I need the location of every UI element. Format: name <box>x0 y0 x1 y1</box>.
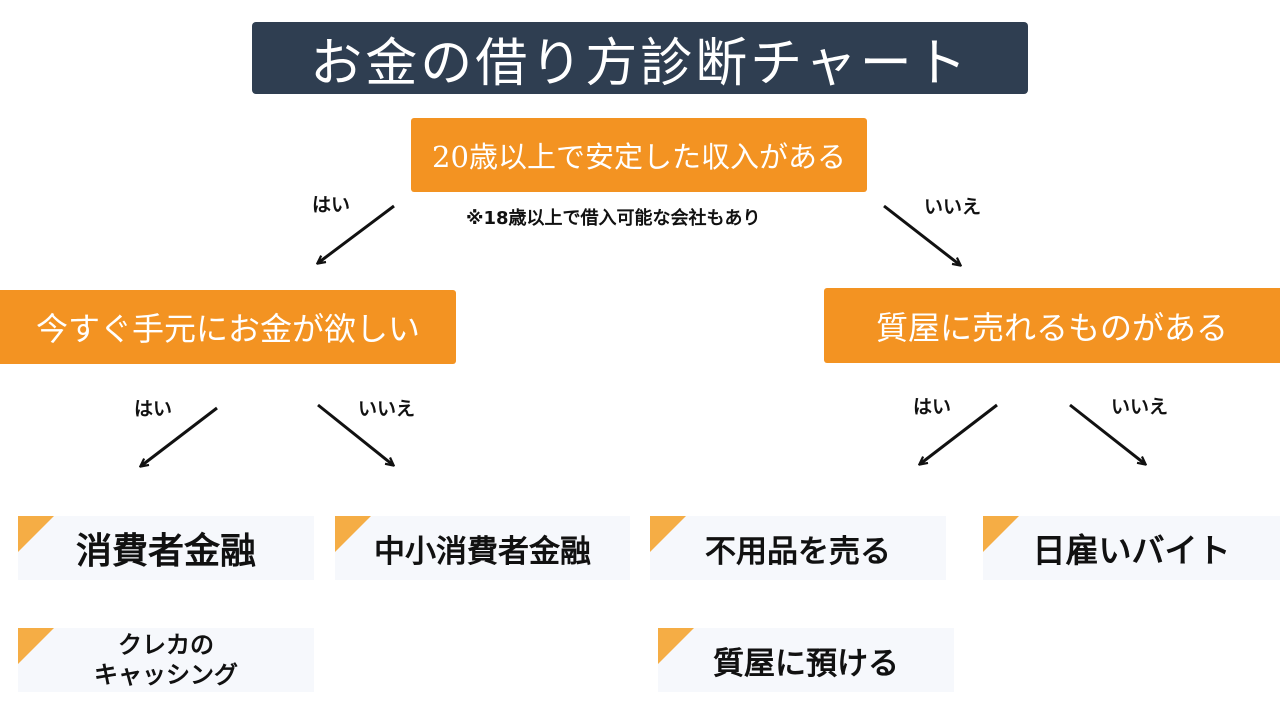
result-consumer-finance: 消費者金融 <box>18 516 314 580</box>
corner-marker <box>335 516 371 552</box>
corner-marker <box>983 516 1019 552</box>
right-yes-label: はい <box>913 396 952 418</box>
age-note: ※18歳以上で借入可能な会社もあり <box>466 208 761 229</box>
root-no-label: いいえ <box>924 196 982 218</box>
result-label: 消費者金融 <box>75 531 256 572</box>
left-no-label: いいえ <box>358 398 416 420</box>
result-label-line1: クレカの <box>118 631 214 659</box>
result-label: 質屋に預ける <box>713 645 899 682</box>
arrow-left-yes <box>141 406 218 466</box>
arrow-root-yes <box>318 204 395 263</box>
right-no-label: いいえ <box>1111 396 1169 418</box>
chart-title: お金の借り方診断チャート <box>252 22 1028 94</box>
corner-marker <box>18 628 54 664</box>
left-yes-label: はい <box>134 398 173 420</box>
result-label: 日雇いバイト <box>1032 531 1231 570</box>
arrow-root-no <box>883 204 960 265</box>
corner-marker <box>658 628 694 664</box>
result-small-consumer-finance: 中小消費者金融 <box>335 516 630 580</box>
result-label: 中小消費者金融 <box>374 533 591 570</box>
result-pawn: 質屋に預ける <box>658 628 954 692</box>
arrow-left-no <box>317 403 393 465</box>
arrow-right-no <box>1069 403 1145 464</box>
result-sell-unused: 不用品を売る <box>650 516 946 580</box>
left-question-box: 今すぐ手元にお金が欲しい <box>0 290 456 364</box>
result-day-job: 日雇いバイト <box>983 516 1280 580</box>
arrow-right-yes <box>920 403 998 464</box>
result-credit-cashing: クレカの キャッシング <box>18 628 314 692</box>
right-question-box: 質屋に売れるものがある <box>824 288 1280 363</box>
root-yes-label: はい <box>312 194 351 216</box>
corner-marker <box>650 516 686 552</box>
result-label: 不用品を売る <box>705 533 891 570</box>
root-question-box: 20歳以上で安定した収入がある <box>411 118 867 192</box>
corner-marker <box>18 516 54 552</box>
result-label-line2: キャッシング <box>94 661 238 689</box>
